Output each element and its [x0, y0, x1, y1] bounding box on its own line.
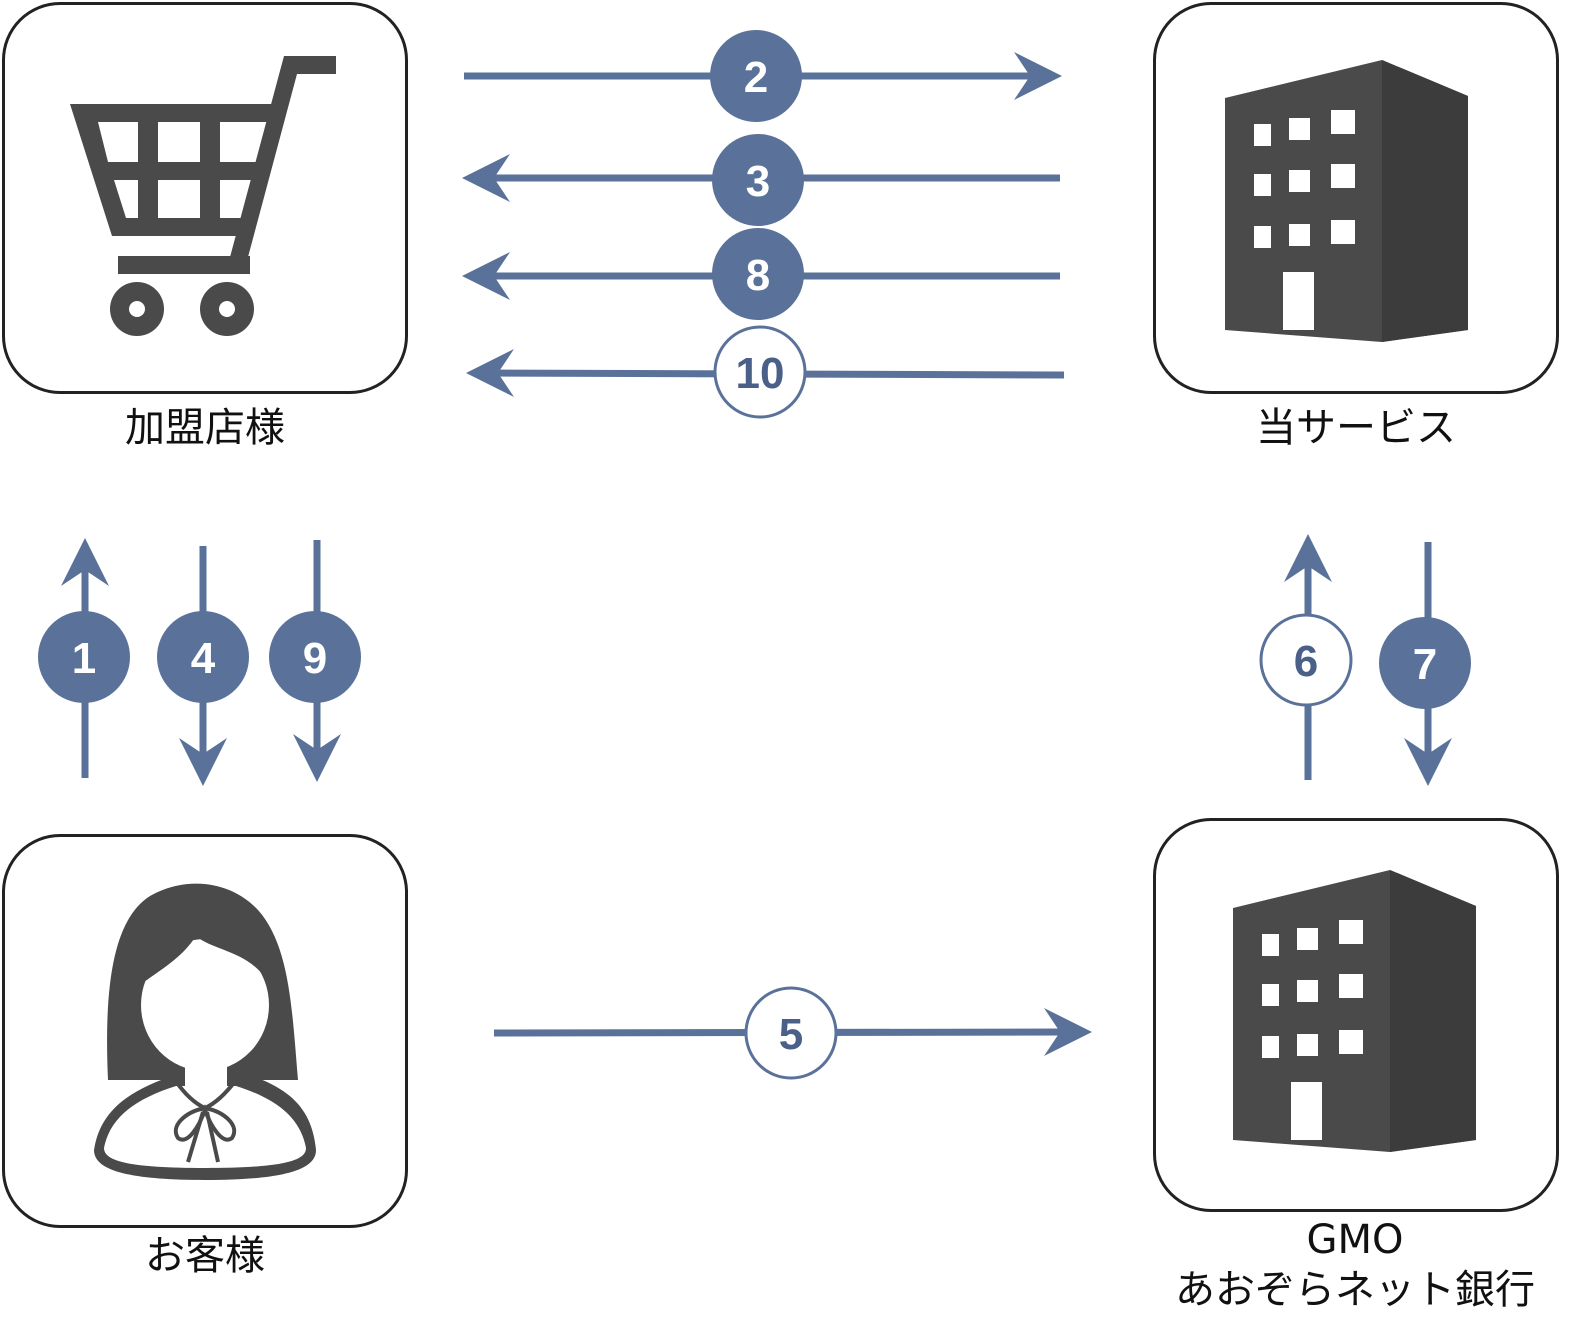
arrowhead-step-5: [1044, 1008, 1092, 1056]
arrowhead-step-10: [466, 349, 514, 397]
woman-avatar-icon: [94, 883, 316, 1180]
step-badge-2: 2: [710, 30, 802, 122]
svg-text:4: 4: [191, 634, 216, 683]
bank-label-line2: あおぞらネット銀行: [1175, 1267, 1535, 1313]
shopping-cart-icon: [70, 56, 336, 336]
svg-text:9: 9: [303, 634, 327, 683]
arrowhead-step-1: [61, 538, 109, 586]
customer-label: お客様: [145, 1233, 265, 1279]
svg-text:7: 7: [1413, 640, 1437, 689]
office-building-icon: [1233, 870, 1476, 1152]
arrowhead-step-4: [179, 738, 227, 786]
step-badge-9: 9: [269, 611, 361, 703]
arrowhead-step-9: [293, 734, 341, 782]
step-badge-8: 8: [712, 228, 804, 320]
svg-text:10: 10: [736, 349, 785, 398]
arrowhead-step-6: [1284, 534, 1332, 582]
svg-text:6: 6: [1294, 637, 1318, 686]
arrowhead-step-8: [462, 252, 510, 300]
office-building-icon: [1225, 60, 1468, 342]
merchant-label: 加盟店様: [125, 405, 285, 451]
step-badge-3: 3: [712, 134, 804, 226]
step-badge-7: 7: [1379, 617, 1471, 709]
arrowhead-step-2: [1014, 52, 1062, 100]
step-badge-6: 6: [1259, 613, 1353, 707]
svg-text:2: 2: [744, 53, 768, 102]
arrowhead-step-3: [462, 154, 510, 202]
step-badge-4: 4: [157, 611, 249, 703]
arrowhead-step-7: [1404, 738, 1452, 786]
svg-text:1: 1: [72, 634, 96, 683]
step-badge-5: 5: [744, 986, 838, 1080]
step-badge-10: 10: [713, 325, 807, 419]
arrow-heads: [61, 52, 1452, 1056]
step-badge-1: 1: [38, 611, 130, 703]
bank-label-line1: GMO: [1306, 1217, 1404, 1263]
svg-text:8: 8: [746, 251, 770, 300]
svg-text:5: 5: [779, 1010, 803, 1059]
service-label: 当サービス: [1256, 405, 1456, 451]
svg-text:3: 3: [746, 157, 770, 206]
